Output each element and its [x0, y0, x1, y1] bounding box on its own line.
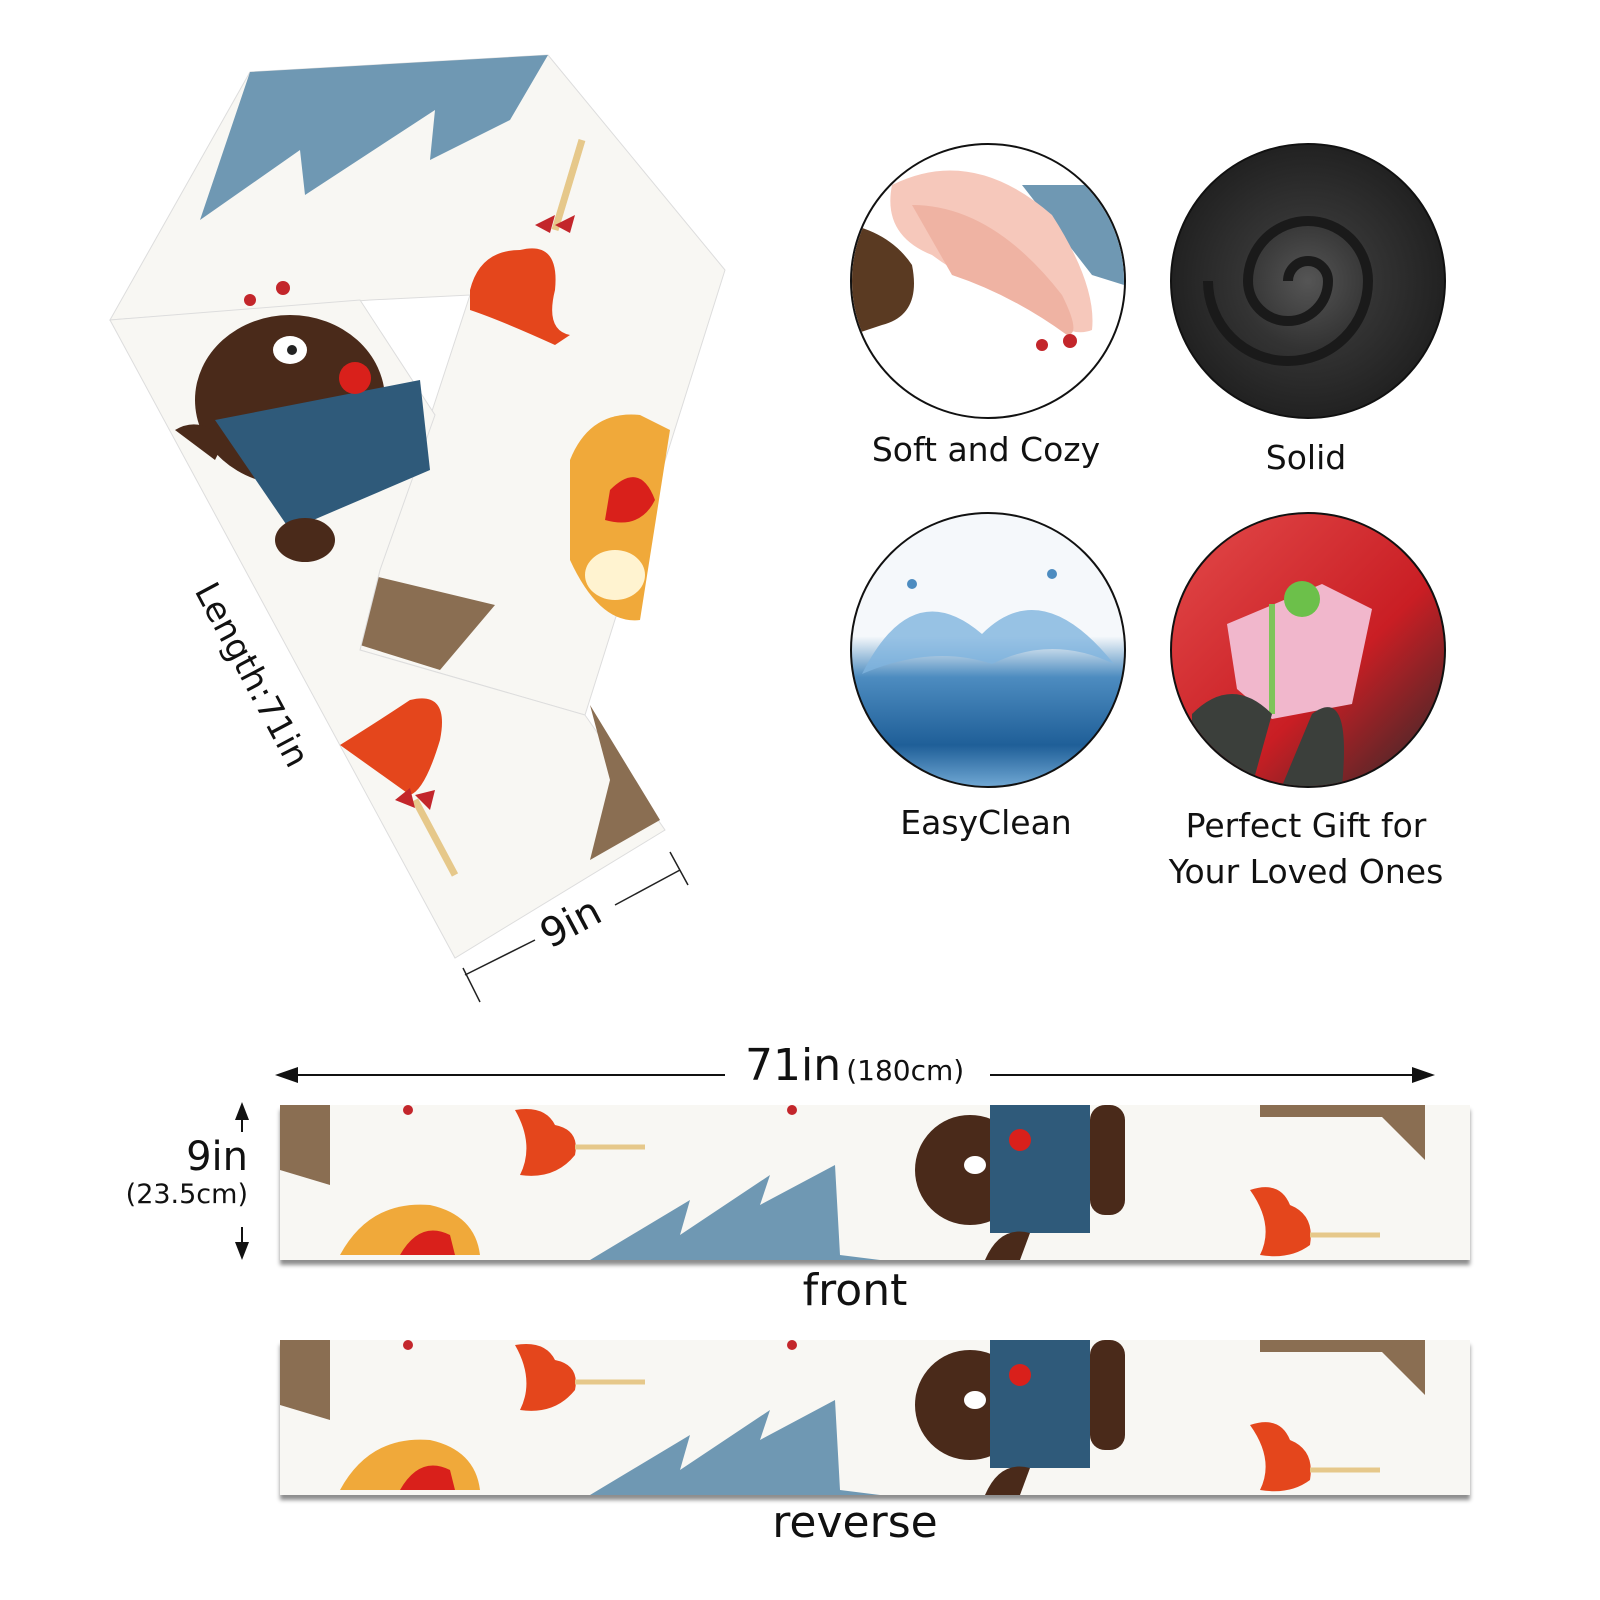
feature-label-soft: Soft and Cozy: [871, 430, 1101, 469]
gift-label-line2: Your Loved Ones: [1168, 852, 1444, 891]
length-cm: (180cm): [846, 1054, 965, 1087]
hands-on-fabric-icon: [852, 170, 1124, 351]
width-dimension: 9in (23.5cm): [120, 1135, 248, 1210]
length-dimension: 71in (180cm): [745, 1040, 964, 1091]
width-arrow: [235, 1102, 249, 1260]
easyclean-image: [850, 512, 1126, 788]
black-fabric-swirl-icon: [1203, 216, 1374, 366]
feature-label-solid: Solid: [1265, 438, 1347, 477]
reverse-strip: [280, 1340, 1470, 1495]
reverse-pattern: [280, 1340, 1425, 1495]
front-label: front: [802, 1265, 908, 1316]
gift-label-line1: Perfect Gift for: [1185, 806, 1427, 845]
front-strip: [280, 1105, 1470, 1260]
water-splash-icon: [862, 569, 1114, 674]
gift-image: [1170, 512, 1446, 788]
reverse-label: reverse: [772, 1497, 938, 1548]
length-arrow: [275, 1067, 1435, 1083]
length-inches: 71in: [745, 1040, 842, 1091]
feature-label-gift: Perfect Gift for Your Loved Ones: [1130, 803, 1482, 895]
solid-image: [1170, 143, 1446, 419]
feature-label-easyclean: EasyClean: [900, 803, 1072, 842]
folded-scarf-illustration: [109, 54, 726, 1003]
width-cm: (23.5cm): [125, 1179, 248, 1210]
gift-box-icon: [1192, 581, 1372, 786]
front-pattern: [280, 1105, 1425, 1260]
soft-and-cozy-image: [850, 143, 1126, 419]
width-inches: 9in: [186, 1134, 248, 1180]
